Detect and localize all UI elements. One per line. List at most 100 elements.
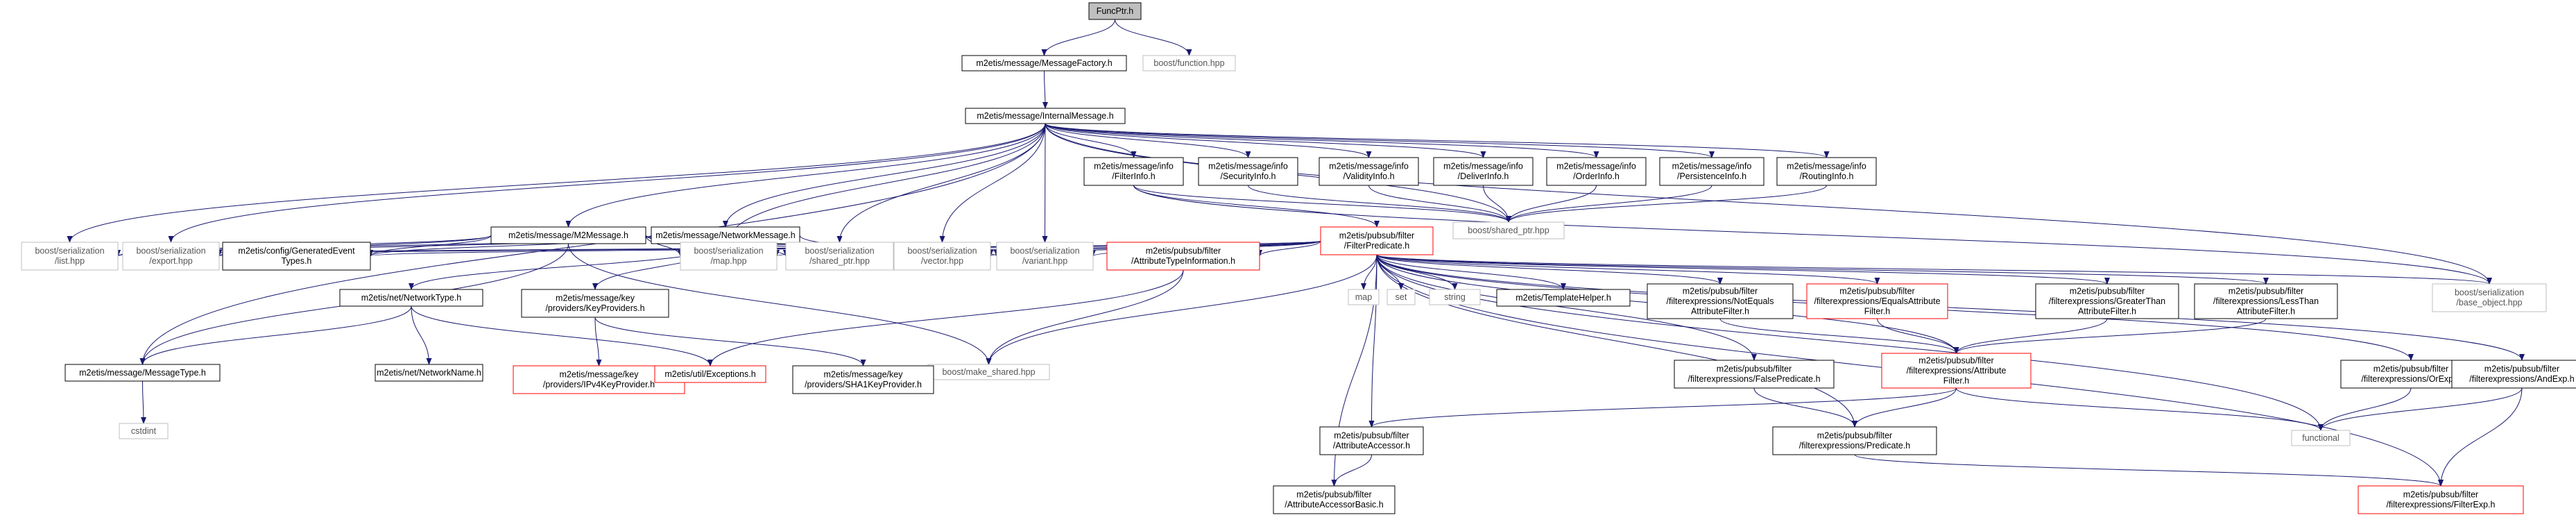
node-funcptr-h[interactable]: FuncPtr.h (1088, 2, 1142, 20)
node-m2etis-pubsub-filter-attributeaccessor-h[interactable]: m2etis/pubsub/filter/AttributeAccessor.h (1319, 426, 1424, 455)
edge-nea-to-af (1719, 318, 1959, 354)
node-m2etis-pubsub-filter-filterpredicate-h[interactable]: m2etis/pubsub/filter/FilterPredicate.h (1320, 226, 1434, 255)
node-m2etis-pubsub-filter-filterexpressions-falsepredicate-h[interactable]: m2etis/pubsub/filter/filterexpressions/F… (1674, 360, 1835, 389)
node-box (1319, 426, 1424, 455)
node-box (1546, 157, 1647, 186)
node-m2etis-message-info-routinginfo-h[interactable]: m2etis/message/info/RoutingInfo.h (1776, 157, 1877, 186)
node-label-line: m2etis/pubsub/filter (1296, 490, 1371, 500)
node-label-line: /vector.hpp (921, 256, 963, 266)
node-m2etis-pubsub-filter-attributeaccessorbasic-h[interactable]: m2etis/pubsub/filter/AttributeAccessorBa… (1273, 485, 1396, 514)
node-label-line: /SecurityInfo.h (1221, 171, 1276, 181)
edge-mf-to-im (1042, 70, 1048, 109)
node-m2etis-message-info-validityinfo-h[interactable]: m2etis/message/info/ValidityInfo.h (1319, 157, 1419, 186)
node-m2etis-pubsub-filter-filterexpressions-predicate-h[interactable]: m2etis/pubsub/filter/filterexpressions/P… (1772, 426, 1937, 455)
node-m2etis-net-networktype-h[interactable]: m2etis/net/NetworkType.h (339, 289, 483, 307)
node-label-line: functional (2302, 433, 2339, 443)
edge-ati-to-exc (707, 269, 1184, 367)
node-m2etis-message-m2message-h[interactable]: m2etis/message/M2Message.h (490, 226, 646, 244)
node-label-line: /filterexpressions/FalsePredicate.h (1688, 374, 1820, 384)
node-label-line: m2etis/pubsub/filter (1839, 286, 1914, 296)
node-m2etis-pubsub-filter-filterexpressions-attributefilter-h[interactable]: m2etis/pubsub/filter/filterexpressions/A… (1881, 353, 2032, 389)
node-m2etis-message-info-filterinfo-h[interactable]: m2etis/message/info/FilterInfo.h (1083, 157, 1184, 186)
node-m2etis-message-info-persistenceinfo-h[interactable]: m2etis/message/info/PersistenceInfo.h (1659, 157, 1764, 186)
node-label-line: /filterexpressions/LessThan (2213, 296, 2319, 306)
edge-gta-to-af (1953, 318, 2108, 354)
edge-eaf-to-af (1877, 318, 1959, 354)
node-boost-serialization-vector-hpp: boost/serialization/vector.hpp (893, 242, 991, 271)
edge-im-to-ordinfo (1045, 123, 1599, 158)
node-m2etis-message-messagefactory-h[interactable]: m2etis/message/MessageFactory.h (961, 55, 1127, 71)
node-m2etis-pubsub-filter-filterexpressions-greaterthanattributefilter-h[interactable]: m2etis/pubsub/filter/filterexpressions/G… (2035, 283, 2179, 319)
node-box (2194, 283, 2338, 319)
node-label-line: boost/serialization (1010, 246, 1079, 256)
node-box (1881, 353, 2032, 389)
node-label-line: m2etis/pubsub/filter (1683, 286, 1758, 296)
node-label-line: m2etis/pubsub/filter (1918, 355, 1993, 365)
node-label-line: /FilterPredicate.h (1344, 241, 1410, 251)
edge-af-to-aa (1368, 387, 1957, 428)
node-label-line: /AttributeAccessorBasic.h (1285, 500, 1383, 510)
node-label-line: /providers/SHA1KeyProvider.h (805, 380, 922, 389)
edge-secinfo-to-bsp (1248, 185, 1511, 223)
edge-fp-to-lta (1376, 254, 2269, 285)
edge-valinfo-to-bsp (1368, 185, 1511, 223)
edge-andexp-to-functional (2318, 387, 2523, 431)
node-box (119, 423, 169, 439)
node-m2etis-net-networkname-h[interactable]: m2etis/net/NetworkName.h (375, 364, 483, 382)
node-m2etis-message-key-providers-sha1keyprovider-h[interactable]: m2etis/message/key/providers/SHA1KeyProv… (792, 365, 934, 394)
node-box (490, 226, 646, 244)
node-box (521, 289, 669, 318)
node-m2etis-message-networkmessage-h[interactable]: m2etis/message/NetworkMessage.h (651, 226, 800, 244)
node-label-line: m2etis/config/GeneratedEvent (238, 246, 355, 256)
edge-kp-to-ipv4 (594, 317, 602, 367)
edge-aa-to-aab (1331, 454, 1372, 487)
edge-fp-to-nea (1376, 254, 1723, 285)
node-label-line: m2etis/net/NetworkName.h (377, 368, 481, 378)
edge-im-to-secinfo (1045, 123, 1251, 158)
node-m2etis-message-internalmessage-h[interactable]: m2etis/message/InternalMessage.h (965, 108, 1126, 124)
node-label-line: m2etis/message/info (1787, 162, 1866, 171)
node-label-line: AttributeFilter.h (2078, 306, 2136, 316)
node-m2etis-pubsub-filter-filterexpressions-notequalsattributefilter-h[interactable]: m2etis/pubsub/filter/filterexpressions/N… (1647, 283, 1794, 319)
node-label-line: /OrderInfo.h (1573, 171, 1620, 181)
node-label-line: m2etis/pubsub/filter (2070, 286, 2145, 296)
node-m2etis-pubsub-filter-attributetypeinformation-h[interactable]: m2etis/pubsub/filter/AttributeTypeInform… (1106, 242, 1260, 271)
edge-im-to-delinfo (1045, 123, 1486, 158)
node-label-line: /filterexpressions/Attribute (1907, 366, 2007, 376)
node-label-line: boost/serialization (2455, 288, 2524, 298)
node-m2etis-util-exceptions-h[interactable]: m2etis/util/Exceptions.h (654, 365, 766, 383)
edge-orexp-to-functional (2318, 387, 2412, 431)
node-label-line: boost/serialization (805, 246, 874, 256)
node-map: map (1348, 289, 1380, 305)
node-m2etis-message-info-securityinfo-h[interactable]: m2etis/message/info/SecurityInfo.h (1198, 157, 1298, 186)
node-m2etis-templatehelper-h[interactable]: m2etis/TemplateHelper.h (1496, 289, 1631, 307)
node-m2etis-pubsub-filter-filterexpressions-filterexp-h[interactable]: m2etis/pubsub/filter/filterexpressions/F… (2358, 485, 2524, 514)
node-box (965, 108, 1126, 124)
node-label-line: m2etis/pubsub/filter (2373, 364, 2448, 374)
node-box (222, 242, 371, 271)
node-box (654, 365, 766, 383)
node-m2etis-pubsub-filter-filterexpressions-equalsattributefilter-h[interactable]: m2etis/pubsub/filter/filterexpressions/E… (1806, 283, 1948, 319)
node-label-line: m2etis/message/info (1094, 162, 1174, 171)
node-label-line: map (1355, 292, 1372, 302)
node-label-line: m2etis/TemplateHelper.h (1515, 293, 1611, 303)
node-label-line: /filterexpressions/OrExp.h (2361, 374, 2460, 384)
edge-nt-to-mt (139, 305, 412, 365)
node-boost-serialization-export-hpp: boost/serialization/export.hpp (122, 242, 220, 271)
node-m2etis-pubsub-filter-filterexpressions-lessthanattributefilter-h[interactable]: m2etis/pubsub/filter/filterexpressions/L… (2194, 283, 2338, 319)
node-label-line: /filterexpressions/GreaterThan (2049, 296, 2165, 306)
node-label-line: /filterexpressions/EqualsAttribute (1814, 296, 1940, 306)
node-m2etis-message-messagetype-h[interactable]: m2etis/message/MessageType.h (65, 364, 221, 382)
edge-af-to-pred (1852, 387, 1957, 428)
node-m2etis-message-key-providers-keyproviders-h[interactable]: m2etis/message/key/providers/KeyProvider… (521, 289, 669, 318)
node-label-line: /AttributeTypeInformation.h (1131, 256, 1235, 266)
node-m2etis-message-info-deliverinfo-h[interactable]: m2etis/message/info/DeliverInfo.h (1433, 157, 1534, 186)
node-label-line: boost/make_shared.hpp (942, 367, 1035, 377)
node-m2etis-pubsub-filter-filterexpressions-andexp-h[interactable]: m2etis/pubsub/filter/filterexpressions/A… (2451, 360, 2576, 389)
node-box (1772, 426, 1937, 455)
node-m2etis-message-info-orderinfo-h[interactable]: m2etis/message/info/OrderInfo.h (1546, 157, 1647, 186)
edge-nt-to-nn (411, 305, 432, 365)
edge-kp-to-sha1 (594, 317, 866, 367)
node-label-line: m2etis/pubsub/filter (1817, 431, 1892, 441)
